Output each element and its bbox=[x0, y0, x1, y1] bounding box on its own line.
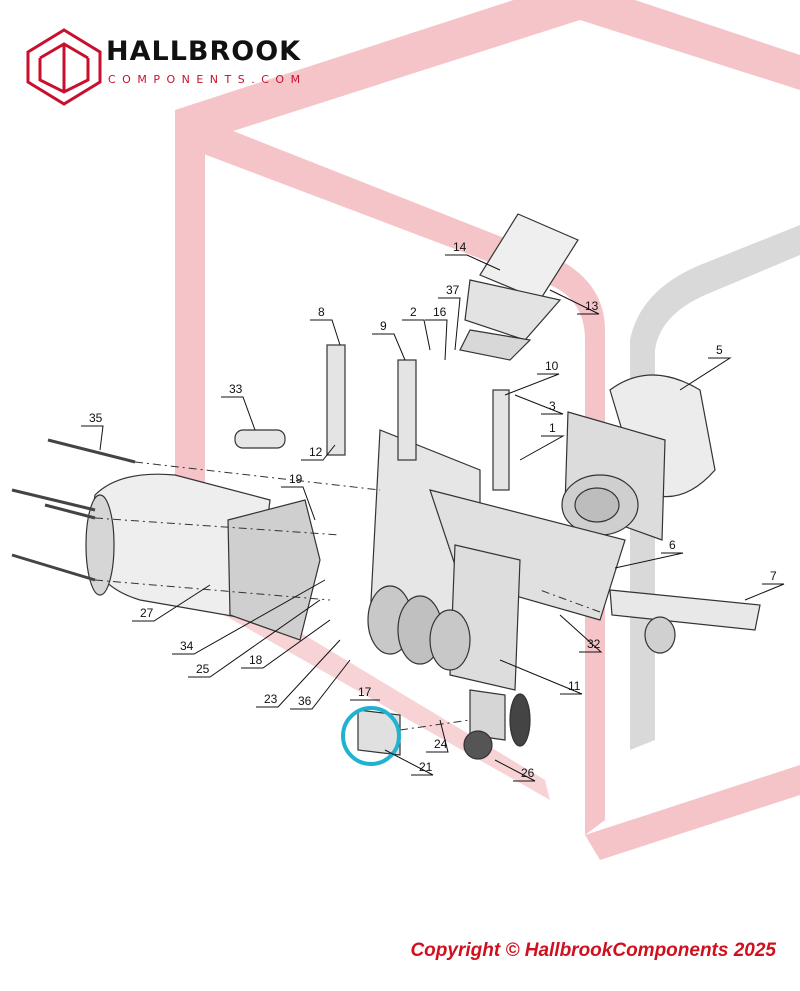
callout-label-11: 11 bbox=[568, 679, 581, 693]
callout-label-3: 3 bbox=[549, 399, 556, 413]
callout-label-16: 16 bbox=[433, 305, 447, 319]
callout-label-6: 6 bbox=[669, 538, 676, 552]
callout-label-26: 26 bbox=[521, 766, 535, 780]
callout-leader-7 bbox=[744, 583, 785, 601]
callout-leader-9 bbox=[372, 333, 406, 361]
callout-label-18: 18 bbox=[249, 653, 263, 667]
callout-leader-18 bbox=[241, 619, 331, 669]
callout-label-9: 9 bbox=[380, 319, 387, 333]
callout-leader-36 bbox=[290, 659, 351, 710]
callout-leader-26 bbox=[494, 759, 536, 782]
assembly-lines bbox=[94, 461, 601, 731]
callout-label-7: 7 bbox=[770, 569, 777, 583]
callout-label-25: 25 bbox=[196, 662, 210, 676]
callout-label-36: 36 bbox=[298, 694, 312, 708]
callout-leader-12 bbox=[301, 444, 336, 461]
callout-leader-8 bbox=[310, 319, 341, 346]
callout-label-12: 12 bbox=[309, 445, 323, 459]
callout-leader-6 bbox=[614, 552, 684, 569]
callout-label-24: 24 bbox=[434, 737, 448, 751]
callout-label-32: 32 bbox=[587, 637, 601, 651]
callout-label-33: 33 bbox=[229, 382, 243, 396]
highlight-circle bbox=[341, 706, 401, 766]
callout-label-37: 37 bbox=[446, 283, 460, 297]
brand-subtitle: COMPONENTS.COM bbox=[108, 73, 307, 86]
callout-leader-37 bbox=[438, 297, 461, 351]
callout-leader-25 bbox=[188, 599, 321, 678]
callout-leader-13 bbox=[549, 289, 600, 315]
callout-label-21: 21 bbox=[419, 760, 433, 774]
callout-label-5: 5 bbox=[716, 343, 723, 357]
callout-label-2: 2 bbox=[410, 305, 417, 319]
callout-leader-27 bbox=[132, 584, 211, 622]
callout-label-23: 23 bbox=[264, 692, 278, 706]
callout-label-17: 17 bbox=[358, 685, 372, 699]
callout-leader-11 bbox=[499, 659, 583, 695]
callouts: 1235678910111213141617181921232425262732… bbox=[81, 240, 785, 782]
callout-leader-10 bbox=[504, 373, 560, 396]
callout-label-27: 27 bbox=[140, 606, 154, 620]
callout-label-13: 13 bbox=[585, 299, 599, 313]
logo-cube-icon bbox=[26, 28, 102, 106]
callout-label-8: 8 bbox=[318, 305, 325, 319]
callout-leader-32 bbox=[559, 614, 603, 653]
callout-leader-1 bbox=[519, 435, 565, 461]
callout-leader-5 bbox=[679, 357, 732, 391]
callout-leader-3 bbox=[514, 394, 564, 415]
callout-label-19: 19 bbox=[289, 472, 303, 486]
callout-label-10: 10 bbox=[545, 359, 559, 373]
callout-leader-35 bbox=[81, 425, 104, 451]
brand-name: HALLBROOK bbox=[106, 36, 302, 67]
callout-leader-14 bbox=[445, 254, 501, 271]
callout-label-35: 35 bbox=[89, 411, 103, 425]
callout-label-1: 1 bbox=[549, 421, 556, 435]
callout-leader-34 bbox=[172, 579, 326, 655]
callout-label-14: 14 bbox=[453, 240, 467, 254]
callout-leader-23 bbox=[256, 639, 341, 708]
callout-leader-33 bbox=[221, 396, 256, 431]
callout-label-34: 34 bbox=[180, 639, 194, 653]
callout-leader-19 bbox=[281, 486, 316, 521]
callout-leader-24 bbox=[426, 719, 449, 753]
callout-leader-21 bbox=[384, 749, 434, 776]
copyright-notice: Copyright © HallbrookComponents 2025 bbox=[410, 940, 776, 961]
callout-leader-2 bbox=[402, 319, 431, 351]
callout-leader-16 bbox=[425, 319, 448, 361]
